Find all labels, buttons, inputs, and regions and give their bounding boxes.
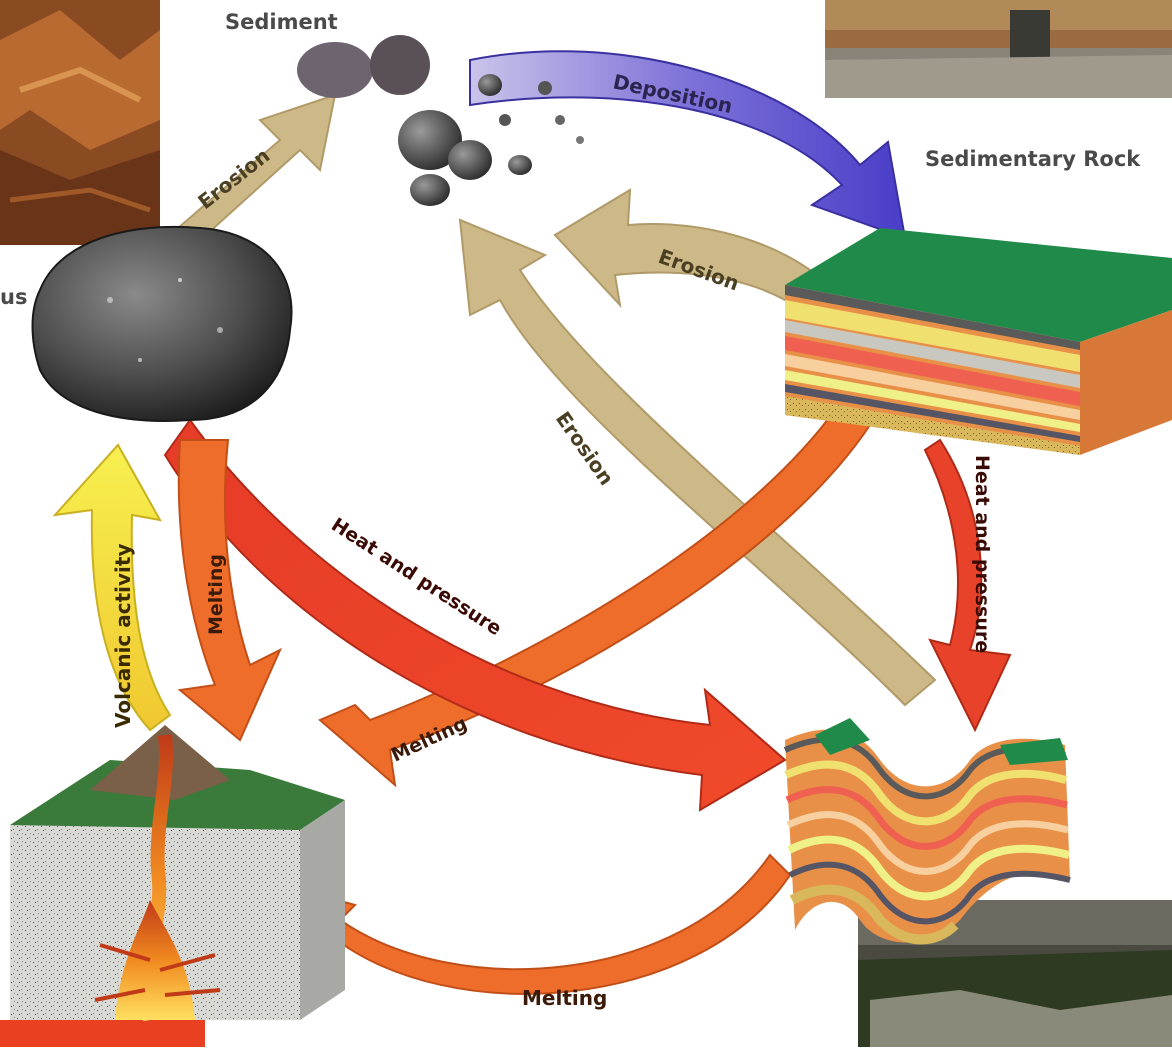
- erosion-arrow-2: [555, 190, 810, 305]
- lava-photo: [0, 1020, 205, 1047]
- igneous-rock: [33, 227, 292, 421]
- heat-pressure-arrow-2: [925, 440, 1010, 730]
- cliff-photo: [825, 0, 1172, 98]
- melting-label-1: Melting: [205, 554, 227, 635]
- volcanic-activity-label: Volcanic activity: [111, 543, 135, 728]
- sedimentary-rock-block: [785, 228, 1172, 455]
- sedimentary-rock-title: Sedimentary Rock: [925, 147, 1140, 171]
- heat-pressure-label-2: Heat and pressure: [971, 455, 993, 653]
- canyon-photo: [0, 0, 160, 245]
- volcano-block: [10, 725, 345, 1020]
- igneous-rock-title: us: [0, 285, 27, 309]
- melting-label-3: Melting: [522, 986, 607, 1010]
- sediment-title: Sediment: [225, 10, 338, 34]
